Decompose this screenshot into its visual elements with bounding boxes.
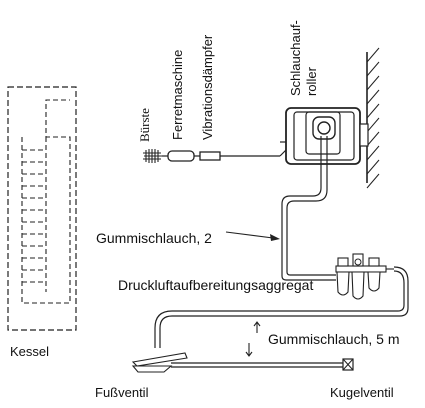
label-vibrationsdaempfer: Vibrationsdämpfer [200, 34, 215, 140]
vibration-damper-body [199, 151, 221, 161]
label-gummischlauch-5m: Gummischlauch, 5 m [268, 331, 399, 347]
length-arrow-top [253, 321, 261, 333]
pointer-arrow-hose-2 [225, 231, 280, 241]
label-buerste: Bürste [137, 108, 152, 142]
kessel-boiler [7, 86, 77, 331]
wall-hatching [366, 47, 380, 189]
air-preparation-unit [335, 253, 394, 300]
label-schlauchaufroller-line2: roller [304, 66, 319, 96]
ball-valve [342, 358, 354, 371]
hose-reel [280, 107, 369, 165]
label-fussventil: Fußventil [95, 385, 149, 400]
ferret-assembly [143, 149, 287, 163]
label-kessel: Kessel [10, 344, 49, 359]
label-schlauchaufroller-line1: Schlauchauf- [288, 20, 303, 96]
ferret-machine-body [167, 150, 195, 162]
label-gummischlauch-2: Gummischlauch, 2 [96, 230, 212, 246]
brush-icon [143, 149, 162, 163]
label-druckluft: Druckluftaufbereitungsaggregat [118, 277, 313, 293]
length-arrow-bottom [245, 343, 253, 357]
rubber-hose-5m [154, 266, 409, 348]
foot-valve [131, 352, 345, 373]
rubber-hose-2 [281, 136, 336, 281]
label-kugelventil: Kugelventil [330, 385, 394, 400]
label-ferretmaschine: Ferretmaschine [170, 50, 185, 140]
